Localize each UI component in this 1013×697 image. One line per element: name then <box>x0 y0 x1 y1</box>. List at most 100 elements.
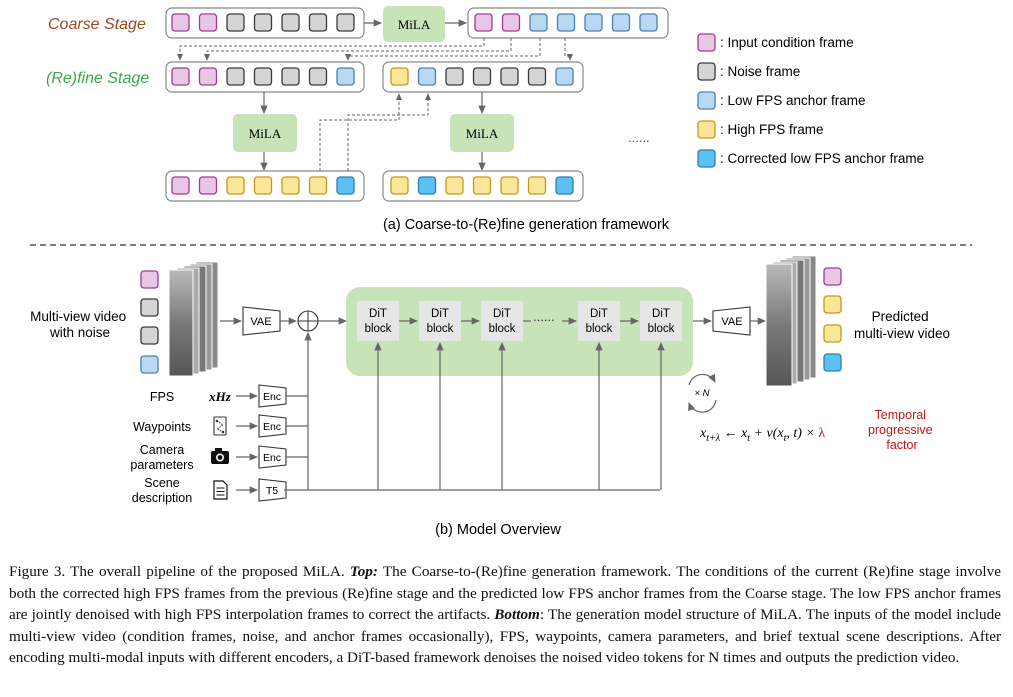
high-fps-frame <box>823 324 842 343</box>
condition-label: Waypoints <box>133 420 191 434</box>
coarse-stage-label: Coarse Stage <box>48 16 146 33</box>
dit-block-label: block <box>365 323 392 335</box>
low-fps-anchor-frame <box>417 67 437 86</box>
encoder-label: Enc <box>263 391 281 403</box>
low-fps-anchor-frame <box>584 13 603 32</box>
dit-block-label: DiT <box>590 308 608 320</box>
legend-label: : Low FPS anchor frame <box>720 93 866 108</box>
high-fps-frame <box>226 176 245 195</box>
legend-label: : Input condition frame <box>720 35 854 50</box>
mila-box-coarse <box>383 6 445 42</box>
high-fps-frame <box>253 176 273 195</box>
pipeline-diagram: Coarse Stage (Re)fine Stage MiLA MiLA Mi… <box>30 6 972 538</box>
dit-dots: ...... <box>533 309 555 324</box>
high-fps-frame <box>527 176 547 195</box>
dit-block-label: block <box>586 323 613 335</box>
mila-label-refine-2: MiLA <box>466 126 499 141</box>
low-fps-anchor-frame <box>140 355 159 374</box>
update-formula: xt+λ ← xt + v(xt, t) × λ <box>699 426 825 444</box>
document-icon <box>213 480 228 500</box>
low-fps-anchor-frame <box>529 13 548 32</box>
waypoints-icon <box>213 416 227 436</box>
dit-block <box>357 301 399 341</box>
vae-decoder-label: VAE <box>721 316 742 328</box>
noise-frame <box>500 67 519 86</box>
mila-box-refine-1 <box>233 114 297 152</box>
dit-block <box>578 301 620 341</box>
high-fps-frame <box>500 176 519 195</box>
encoder-label: Enc <box>263 421 281 433</box>
dit-block <box>640 301 682 341</box>
input-condition-frame <box>474 13 493 32</box>
legend-label: : Corrected low FPS anchor frame <box>720 151 924 166</box>
caption-top-label: Top: <box>349 563 378 580</box>
noise-frame <box>527 67 547 86</box>
dit-block <box>419 301 461 341</box>
mila-label-refine-1: MiLA <box>249 126 282 141</box>
legend-swatch <box>697 62 716 81</box>
noise-frame <box>308 13 328 32</box>
fps-value: xHz <box>208 389 232 404</box>
figure-caption: Figure 3. The overall pipeline of the pr… <box>9 563 1001 667</box>
noise-frame <box>308 67 328 86</box>
noise-frame <box>140 298 159 317</box>
refine-stage-label: (Re)fine Stage <box>46 70 149 87</box>
input-condition-frame <box>171 176 190 195</box>
vae-decoder <box>712 306 751 336</box>
input-condition-frame <box>171 67 190 86</box>
high-fps-frame <box>308 176 328 195</box>
dit-block-label: block <box>427 323 454 335</box>
input-condition-frame <box>198 176 218 195</box>
caption-bottom-label: Bottom <box>494 606 540 624</box>
high-fps-frame <box>823 295 842 314</box>
dit-block-label: DiT <box>431 308 449 320</box>
input-condition-frame <box>198 13 218 32</box>
mila-box-refine-2 <box>450 114 514 152</box>
condition-encoder <box>258 445 287 469</box>
legend-swatch <box>697 91 716 110</box>
low-fps-anchor-frame <box>555 67 574 86</box>
low-fps-anchor-frame <box>639 13 658 32</box>
dit-block-label: block <box>648 323 675 335</box>
input-condition-frame <box>140 270 159 289</box>
noise-frame <box>336 13 355 32</box>
top-subtitle: (a) Coarse-to-(Re)fine generation framew… <box>383 217 670 233</box>
noise-frame <box>253 13 273 32</box>
corrected-anchor-frame <box>555 176 574 195</box>
output-video-stack <box>765 255 817 387</box>
low-fps-anchor-frame <box>556 13 576 32</box>
input-video-stack <box>168 261 219 377</box>
dit-block-label: DiT <box>493 308 511 320</box>
input-video-label: Multi-view video with noise <box>30 309 130 340</box>
repeat-n-icon: × N <box>688 373 717 413</box>
low-fps-anchor-frame <box>611 13 631 32</box>
noise-frame <box>445 67 464 86</box>
legend-label: : High FPS frame <box>720 122 824 137</box>
dit-block-label: DiT <box>369 308 387 320</box>
legend-swatch <box>697 149 716 168</box>
dit-block-label: block <box>489 323 516 335</box>
continuation-dots: ...... <box>628 130 650 145</box>
high-fps-frame <box>390 67 409 86</box>
bottom-subtitle: (b) Model Overview <box>435 522 561 538</box>
dit-block-label: DiT <box>652 308 670 320</box>
vae-encoder <box>242 306 281 336</box>
corrected-anchor-frame <box>823 353 842 372</box>
input-condition-frame <box>501 13 521 32</box>
legend-swatch <box>697 120 716 139</box>
high-fps-frame <box>472 176 492 195</box>
temporal-factor-label: Temporal progressive factor <box>868 408 936 452</box>
input-condition-frame <box>823 267 842 286</box>
legend-swatch <box>697 33 716 52</box>
encoder-label: Enc <box>263 452 281 464</box>
input-condition-frame <box>198 67 218 86</box>
vae-encoder-label: VAE <box>250 316 271 328</box>
svg-text:× N: × N <box>694 388 709 399</box>
low-fps-anchor-frame <box>336 67 355 86</box>
t5-encoder <box>258 478 287 502</box>
noise-frame <box>281 67 300 86</box>
camera-icon <box>211 448 229 464</box>
corrected-anchor-frame <box>336 176 355 195</box>
